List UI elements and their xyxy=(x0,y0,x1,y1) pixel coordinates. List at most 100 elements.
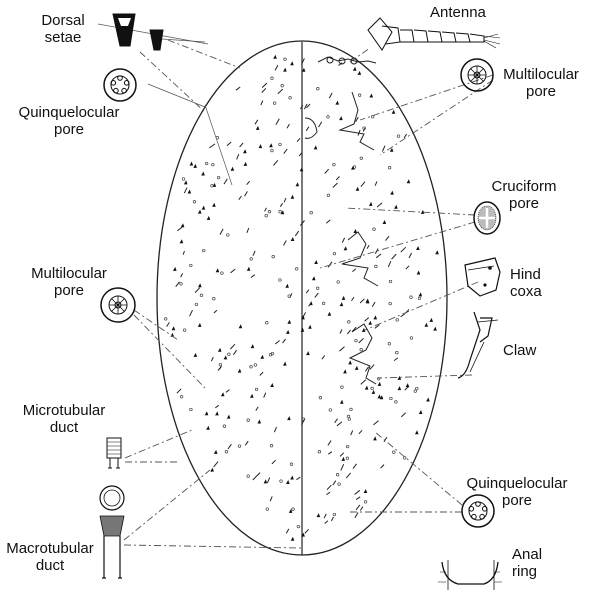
body-marking xyxy=(213,461,219,468)
body-marking xyxy=(296,476,301,481)
body-marking xyxy=(403,133,408,139)
body-marking xyxy=(381,145,386,152)
body-marking xyxy=(237,444,242,448)
body-marking xyxy=(408,252,413,259)
body-marking xyxy=(299,167,304,172)
body-marking xyxy=(372,227,376,231)
body-marking xyxy=(332,182,338,188)
body-marking xyxy=(416,246,420,250)
body-marking xyxy=(355,496,361,501)
body-marking xyxy=(390,190,394,195)
body-marking xyxy=(222,424,227,428)
body-marking xyxy=(301,67,306,72)
body-marking xyxy=(347,320,351,324)
body-marking xyxy=(395,351,399,355)
body-marking xyxy=(335,100,339,105)
body-marking xyxy=(332,162,336,167)
body-marking xyxy=(404,385,410,391)
body-marking xyxy=(199,293,204,297)
body-marking xyxy=(368,320,372,325)
body-marking xyxy=(354,338,358,343)
body-marking xyxy=(385,235,390,241)
label-cruciform-pore: Cruciform pore xyxy=(491,178,557,212)
body-marking xyxy=(365,298,370,303)
body-marking xyxy=(332,251,337,256)
body-marking xyxy=(210,467,214,472)
body-marking xyxy=(261,87,267,93)
body-marking xyxy=(298,151,303,157)
body-marking xyxy=(318,396,323,400)
anal-ring-icon xyxy=(438,560,502,590)
body-marking xyxy=(420,209,425,214)
body-marking xyxy=(180,223,185,228)
body-marking xyxy=(341,237,346,243)
body-marking xyxy=(435,250,439,255)
body-marking xyxy=(330,516,334,522)
body-marking xyxy=(287,294,291,298)
label-quinquelocular-pore-bottom: Quinquelocular pore xyxy=(466,475,568,509)
body-marking xyxy=(369,364,375,370)
body-marking xyxy=(373,436,377,441)
body-marking xyxy=(339,329,343,334)
body-marking xyxy=(332,480,337,486)
body-marking xyxy=(339,302,344,307)
body-marking xyxy=(253,363,258,367)
body-marking xyxy=(355,186,360,191)
body-marking xyxy=(243,161,248,166)
body-marking xyxy=(340,463,345,471)
body-marking xyxy=(313,145,318,150)
body-marking xyxy=(337,482,341,486)
body-marking xyxy=(249,257,253,261)
body-marking xyxy=(395,318,399,322)
body-marking xyxy=(371,301,376,308)
body-marking xyxy=(227,443,232,450)
body-marking xyxy=(394,400,398,404)
body-marking xyxy=(246,227,250,233)
body-marking xyxy=(193,352,198,357)
body-marking xyxy=(236,153,240,160)
body-marking xyxy=(223,178,228,185)
body-marking xyxy=(280,84,284,88)
body-marking xyxy=(269,444,274,448)
body-marking xyxy=(358,429,363,435)
body-marking xyxy=(383,436,388,443)
body-marking xyxy=(339,116,343,121)
body-marking xyxy=(374,181,378,186)
label-anal-ring: Anal ring xyxy=(512,546,543,580)
body-marking xyxy=(403,456,407,460)
body-marking xyxy=(252,474,258,481)
body-marking xyxy=(354,365,359,370)
body-marking xyxy=(260,354,264,359)
body-marking xyxy=(305,289,310,294)
body-marking xyxy=(346,329,351,335)
body-marking xyxy=(290,536,295,541)
body-marking xyxy=(389,396,393,401)
body-marking xyxy=(323,513,327,519)
body-marking xyxy=(176,388,182,394)
body-marking xyxy=(388,279,393,284)
body-marking xyxy=(225,389,230,393)
body-marking xyxy=(279,202,284,207)
body-marking xyxy=(189,263,193,268)
body-marking xyxy=(324,520,329,524)
body-marking xyxy=(265,321,269,325)
body-marking xyxy=(360,379,367,385)
body-marking xyxy=(357,70,362,75)
body-marking xyxy=(345,472,351,479)
body-marking xyxy=(246,418,250,422)
body-marking xyxy=(368,201,373,206)
body-marking xyxy=(389,147,394,152)
body-marking xyxy=(215,268,220,273)
body-marking xyxy=(382,220,387,224)
body-marking xyxy=(283,361,287,366)
macrotubular-duct-icon xyxy=(99,485,125,579)
body-marking xyxy=(283,197,287,203)
body-marking xyxy=(287,319,291,324)
body-marking xyxy=(300,220,305,226)
body-marking xyxy=(192,200,197,204)
body-marking xyxy=(301,315,305,320)
body-marking xyxy=(351,165,355,170)
body-marking xyxy=(417,296,422,301)
body-marking xyxy=(388,301,392,306)
body-marking xyxy=(415,386,419,391)
